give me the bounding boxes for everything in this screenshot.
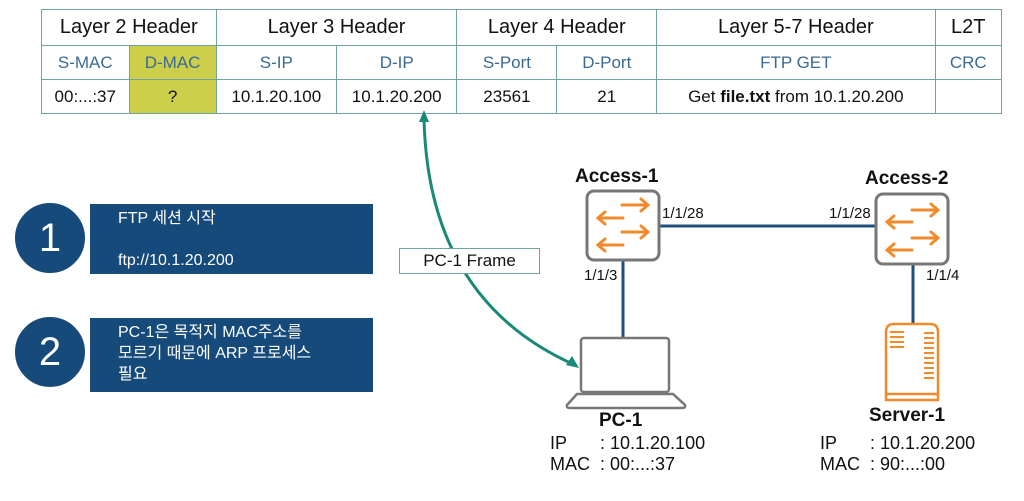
payload-suffix: from 10.1.20.200 (770, 86, 904, 106)
payload-prefix: Get (688, 86, 721, 106)
layer2-header: Layer 2 Header (41, 9, 217, 46)
server1-mac-label: MAC (820, 454, 860, 474)
access1-uplink-port: 1/1/28 (662, 205, 704, 222)
pc1-ip: : 10.1.20.100 (600, 433, 706, 453)
field-ftp-get: FTP GET (656, 45, 936, 80)
access2-uplink-port: 1/1/28 (829, 205, 871, 222)
step-1-box: FTP 세션 시작 ftp://10.1.20.200 (90, 204, 373, 274)
step-2-number: 2 (10, 312, 90, 392)
value-crc (934, 79, 1002, 114)
step-1-title: FTP 세션 시작 (118, 210, 216, 227)
server1-ip-label: IP (820, 433, 838, 453)
access1-down-port: 1/1/3 (584, 267, 618, 284)
server1-icon (884, 322, 940, 402)
field-crc: CRC (934, 45, 1002, 80)
payload-file: file.txt (720, 86, 771, 106)
value-s-ip: 10.1.20.100 (215, 79, 338, 114)
value-payload: Get file.txt from 10.1.20.200 (656, 79, 936, 114)
pc1-frame-label: PC-1 Frame (399, 248, 540, 274)
access2-down-port: 1/1/4 (926, 267, 960, 284)
step-1-number: 1 (10, 198, 90, 278)
pc1-name: PC-1 (599, 410, 643, 431)
pc1-mac: : 00:...:37 (600, 454, 676, 474)
value-d-port: 21 (556, 79, 658, 114)
l2t-header: L2T (934, 9, 1002, 46)
pc1-mac-label: MAC (550, 454, 590, 474)
value-s-mac: 00:...:37 (41, 79, 130, 114)
step-2-line-1: PC-1은 목적지 MAC주소를 (118, 324, 302, 341)
pc1-ip-label: IP (550, 433, 568, 453)
server1-mac: : 90:...:00 (870, 454, 946, 474)
value-d-ip: 10.1.20.200 (335, 79, 458, 114)
server1-info: IP : 10.1.20.200 MAC : 90:...:00 (820, 433, 975, 475)
server1-ip: : 10.1.20.200 (870, 433, 976, 453)
step-2-line-2: 모르기 때문에 ARP 프로세스 (118, 345, 312, 362)
layer57-header: Layer 5-7 Header (656, 9, 936, 46)
layer3-header: Layer 3 Header (215, 9, 458, 46)
access1-switch-icon (585, 189, 661, 262)
step-1-url: ftp://10.1.20.200 (118, 252, 234, 269)
field-s-port: S-Port (456, 45, 558, 80)
server1-name: Server-1 (869, 405, 946, 426)
pc1-info: IP : 10.1.20.100 MAC : 00:...:37 (550, 433, 705, 475)
frame-header-table: Layer 2 Header Layer 3 Header Layer 4 He… (41, 9, 1002, 114)
access2-name: Access-2 (865, 168, 949, 189)
frame-flow-arrow (419, 110, 579, 368)
pc1-laptop-icon (565, 336, 687, 410)
value-s-port: 23561 (456, 79, 558, 114)
access1-name: Access-1 (575, 166, 659, 187)
step-2-line-3: 필요 (118, 366, 148, 383)
step-2-box: PC-1은 목적지 MAC주소를 모르기 때문에 ARP 프로세스 필요 (90, 318, 373, 392)
field-d-ip: D-IP (335, 45, 458, 80)
field-d-mac: D-MAC (128, 45, 217, 80)
field-d-port: D-Port (556, 45, 658, 80)
value-d-mac: ? (128, 79, 217, 114)
access2-switch-icon (874, 192, 950, 266)
